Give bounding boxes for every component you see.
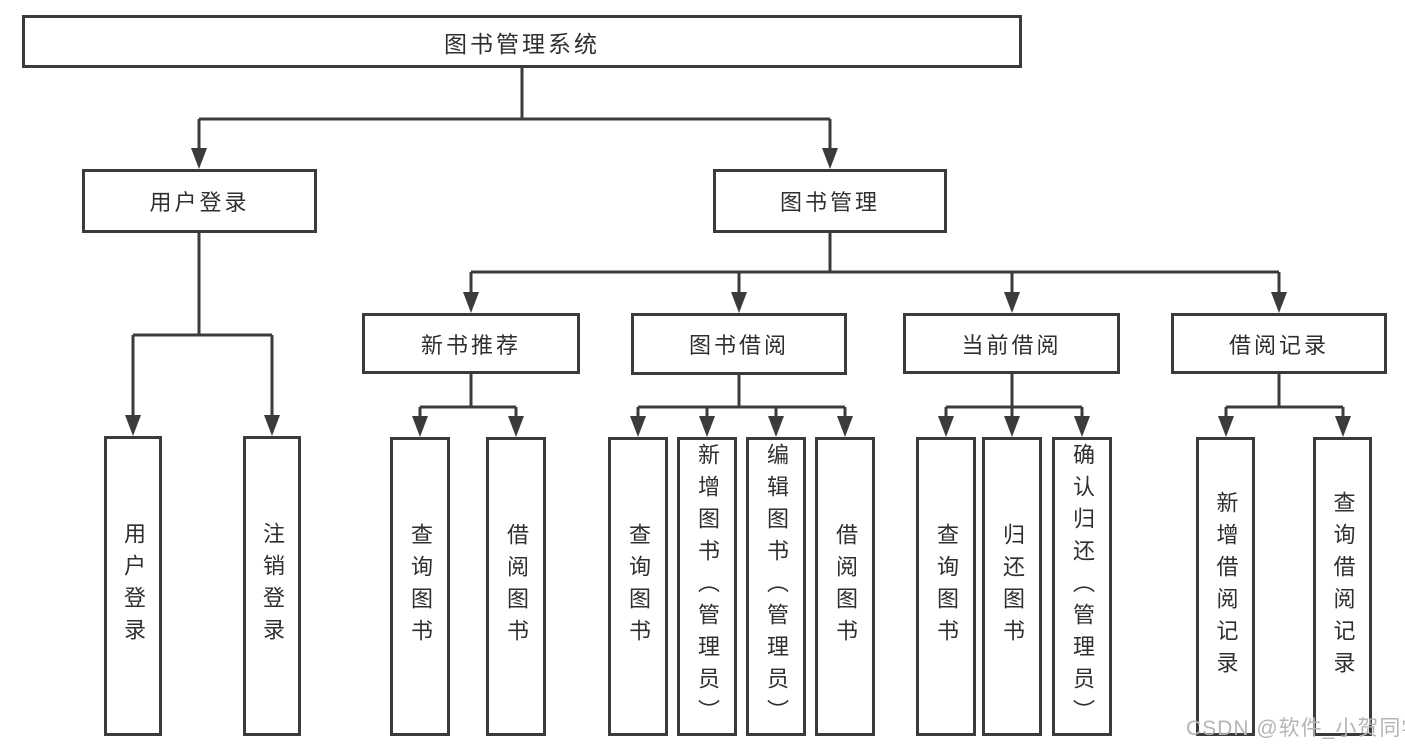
leaf-borrow-books: 借阅图书: [815, 437, 875, 736]
leaf-user-login: 用户登录: [104, 436, 162, 736]
node-label: 用户登录: [149, 190, 250, 215]
connector-user-login-children: [125, 233, 280, 436]
node-user-login: 用户登录: [82, 169, 317, 233]
node-label: 当前借阅: [961, 332, 1062, 358]
leaf-add-borrow-record: 新增借阅记录: [1196, 437, 1255, 736]
connector-book-management-children: [463, 233, 1287, 313]
connector-root-to-level2: [191, 68, 838, 169]
node-label: 查询图书: [626, 522, 651, 651]
node-new-book-recommend: 新书推荐: [362, 313, 580, 374]
connector-borrow-records-children: [1218, 374, 1351, 437]
node-borrow-records: 借阅记录: [1171, 313, 1387, 374]
node-book-borrow: 图书借阅: [631, 313, 847, 375]
node-label: 用户登录: [121, 522, 146, 650]
node-label: 借阅记录: [1228, 332, 1329, 358]
csdn-watermark: CSDN @软件_小贺同学: [1186, 717, 1405, 740]
node-label: 新增借阅记录: [1213, 490, 1239, 683]
node-label: 注销登录: [260, 522, 285, 650]
leaf-logout: 注销登录: [243, 436, 301, 736]
connector-current-borrow-children: [938, 374, 1090, 437]
node-current-borrow: 当前借阅: [903, 313, 1120, 374]
node-label: 借阅图书: [833, 522, 858, 651]
node-label: 图书管理系统: [444, 30, 600, 57]
connector-new-book-recommend-children: [412, 374, 524, 437]
connector-book-borrow-children: [630, 375, 853, 437]
leaf-recommend-borrow-books: 借阅图书: [486, 437, 546, 736]
node-label: 图书管理: [779, 190, 880, 215]
leaf-edit-books-admin: 编辑图书（管理员）: [746, 437, 806, 736]
leaf-confirm-return-admin: 确认归还（管理员）: [1052, 437, 1112, 736]
node-label: 借阅图书: [504, 522, 529, 651]
node-label: 新增图书（管理员）: [695, 442, 720, 731]
node-label: 查询图书: [934, 522, 959, 651]
node-library-management-system: 图书管理系统: [22, 15, 1022, 68]
node-label: 归还图书: [1000, 522, 1025, 651]
node-label: 查询图书: [408, 522, 433, 651]
node-label: 图书借阅: [688, 333, 789, 358]
node-label: 编辑图书（管理员）: [764, 442, 789, 731]
node-book-management: 图书管理: [713, 169, 947, 233]
leaf-query-borrow-record: 查询借阅记录: [1313, 437, 1372, 736]
node-label: 确认归还（管理员）: [1070, 442, 1095, 731]
leaf-add-books-admin: 新增图书（管理员）: [677, 437, 737, 736]
node-label: 查询借阅记录: [1330, 490, 1356, 683]
leaf-current-query-books: 查询图书: [916, 437, 976, 736]
leaf-borrow-query-books: 查询图书: [608, 437, 668, 736]
leaf-recommend-query-books: 查询图书: [390, 437, 450, 736]
leaf-return-books: 归还图书: [982, 437, 1042, 736]
node-label: 新书推荐: [420, 332, 521, 358]
